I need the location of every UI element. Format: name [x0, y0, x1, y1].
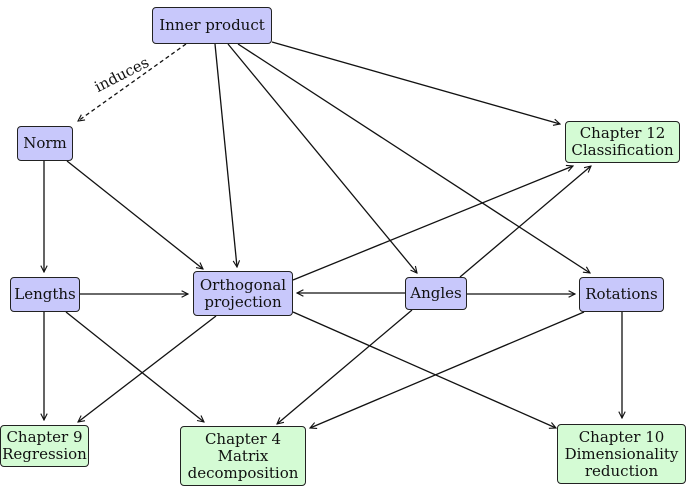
node-norm[interactable]: Norm	[17, 126, 73, 161]
node-label-line: Chapter 12	[579, 124, 666, 142]
edge-inner-product-to-orthogonal-projection	[214, 43, 237, 267]
edge-inner-product-to-norm	[78, 43, 187, 121]
edge-orthogonal-projection-to-chapter12	[292, 166, 573, 281]
node-label-line: Matrix	[217, 446, 269, 465]
edge-norm-to-orthogonal-projection	[66, 160, 203, 269]
edge-lengths-to-chapter4	[65, 311, 204, 422]
node-label-line: Chapter 9	[6, 428, 83, 446]
node-label-line: Inner product	[159, 16, 265, 34]
node-rotations[interactable]: Rotations	[579, 277, 664, 312]
node-inner-product[interactable]: Inner product	[152, 7, 272, 44]
node-lengths[interactable]: Lengths	[10, 277, 80, 312]
edge-inner-product-to-angles	[227, 43, 417, 273]
edge-inner-product-to-rotations	[237, 43, 590, 273]
edge-rotations-to-chapter4	[310, 311, 585, 428]
node-label-line: Regression	[2, 445, 87, 463]
node-angles[interactable]: Angles	[405, 277, 467, 310]
node-label-line: reduction	[584, 461, 659, 480]
node-label-line: Lengths	[14, 285, 76, 303]
edge-orthogonal-projection-to-chapter10	[292, 311, 556, 428]
node-label-line: Dimensionality	[564, 444, 679, 463]
node-label-line: Orthogonal	[199, 275, 287, 294]
node-label-line: Chapter 10	[578, 427, 665, 446]
edge-angles-to-chapter12	[459, 166, 591, 278]
node-label-line: Angles	[410, 284, 462, 302]
node-label-line: projection	[204, 292, 282, 311]
edge-inner-product-to-chapter12	[271, 41, 560, 124]
node-label-line: Rotations	[585, 285, 658, 303]
edge-angles-to-chapter4	[277, 309, 413, 424]
edges-layer	[44, 41, 622, 428]
node-label-line: Norm	[23, 134, 67, 152]
node-label-line: decomposition	[187, 463, 299, 482]
node-label-line: Chapter 4	[204, 429, 282, 448]
edge-orthogonal-projection-to-chapter9	[78, 315, 217, 422]
node-label-line: Classification	[571, 141, 674, 159]
